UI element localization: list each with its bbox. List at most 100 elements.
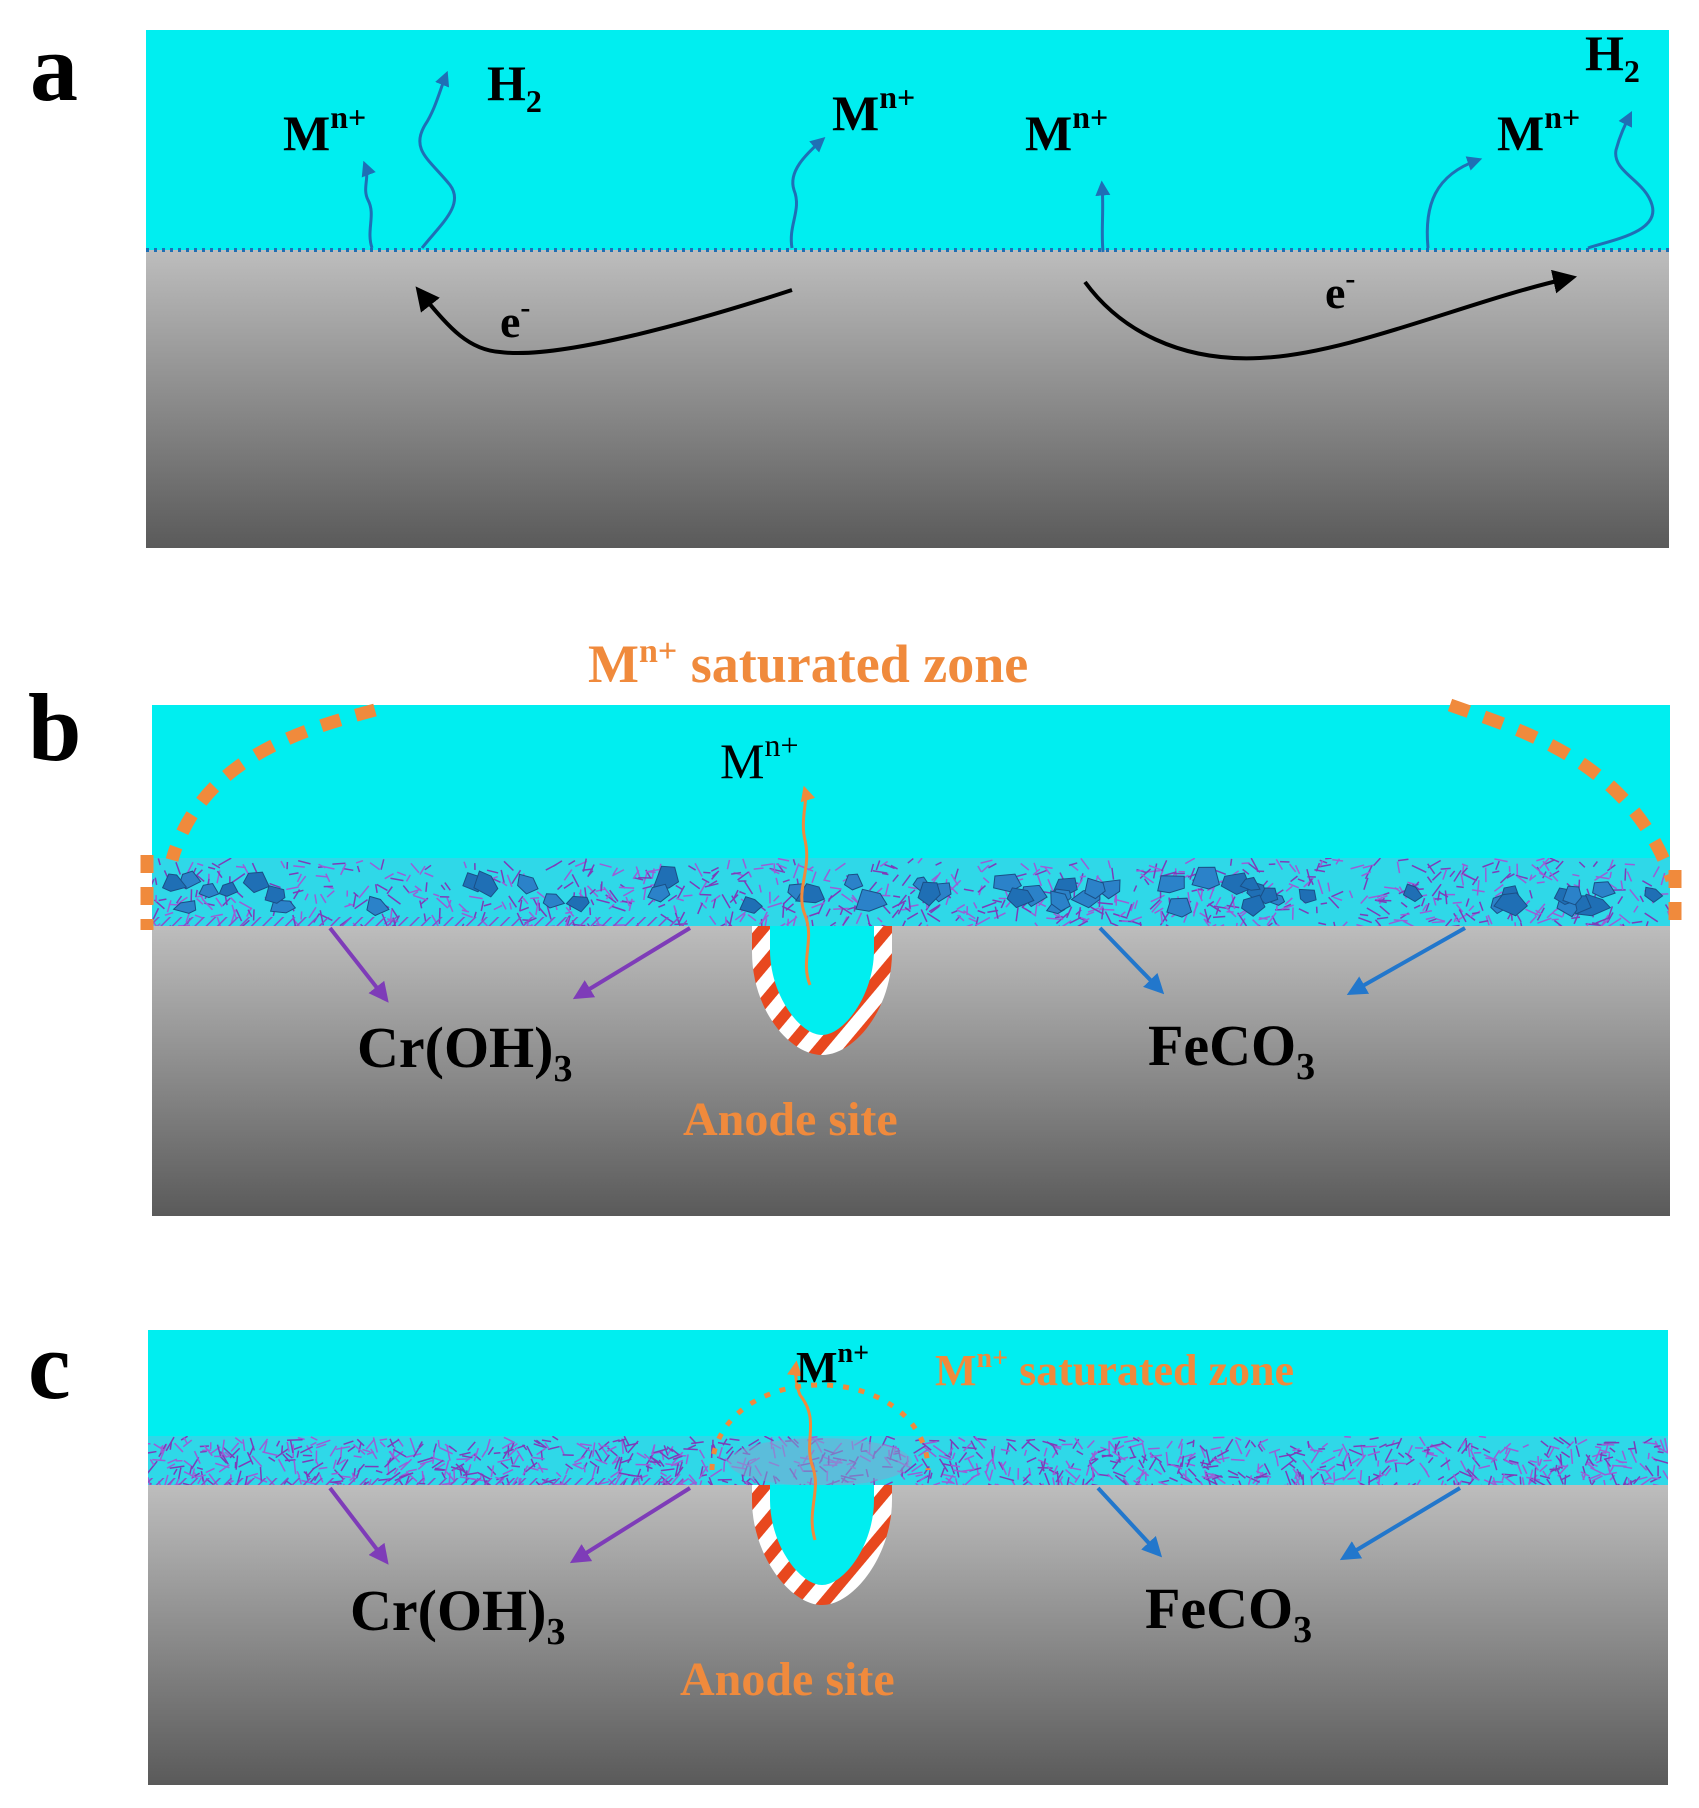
film-fibre: [838, 905, 853, 915]
film-fibre: [1042, 1440, 1058, 1447]
film-fibre: [183, 1459, 193, 1467]
film-fibre: [1096, 875, 1103, 883]
film-fibre: [1076, 1450, 1084, 1456]
film-fibre: [742, 858, 747, 869]
film-fibre: [621, 1438, 624, 1454]
film-fibre: [1055, 1470, 1064, 1483]
film-fibre: [900, 1473, 906, 1481]
film-fibre: [1519, 922, 1523, 926]
film-fibre: [1644, 1465, 1654, 1477]
film-fibre: [1555, 1455, 1563, 1464]
film-fibre: [1353, 1444, 1366, 1448]
film-fibre: [623, 1436, 630, 1447]
film-fibre: [1411, 1482, 1417, 1485]
film-fibre: [579, 1443, 592, 1447]
film-fibre: [884, 883, 890, 896]
film-fibre: [417, 1457, 434, 1464]
film-fibre: [1623, 1482, 1627, 1485]
film-fibre: [676, 897, 684, 902]
film-fibre: [1020, 862, 1030, 871]
film-fibre: [663, 1445, 669, 1456]
film-fibre: [1275, 1456, 1279, 1467]
panel-c: c Mn+ Mn+ saturated zone Cr(OH)3 FeCO3 A…: [28, 1312, 1668, 1785]
film-fibre: [697, 902, 704, 915]
film-fibre: [1622, 1476, 1628, 1485]
film-fibre: [459, 1469, 463, 1476]
film-fibre: [501, 881, 508, 887]
film-fibre: [1549, 871, 1559, 882]
film-fibre: [1022, 906, 1032, 914]
film-fibre: [490, 1465, 495, 1478]
film-fibre: [545, 863, 558, 871]
film-fibre: [1544, 858, 1556, 865]
film-fibre: [327, 886, 334, 890]
film-fibre: [1292, 1448, 1300, 1452]
film-fibre: [1141, 1442, 1146, 1456]
feco3-crystal: [218, 881, 239, 897]
film-fibre: [1591, 922, 1599, 925]
film-fibre: [632, 869, 640, 880]
film-fibre: [1604, 1458, 1612, 1468]
film-fibre: [1394, 1462, 1407, 1465]
film-fibre: [743, 880, 754, 895]
film-fibre: [893, 895, 901, 898]
film-fibre: [750, 1478, 757, 1484]
film-fibre: [923, 1446, 937, 1458]
film-fibre: [1501, 1473, 1506, 1481]
film-fibre: [1090, 906, 1105, 915]
film-fibre: [1416, 1479, 1422, 1485]
film-fibre: [1642, 880, 1653, 887]
film-fibre: [1441, 1440, 1452, 1449]
film-fibre: [1396, 1437, 1403, 1450]
film-fibre: [980, 864, 990, 873]
film-fibre: [913, 1445, 926, 1454]
film-fibre: [552, 1436, 559, 1441]
film-fibre: [678, 1461, 683, 1471]
film-fibre: [353, 891, 359, 898]
film-fibre: [219, 1455, 228, 1464]
film-fibre: [1514, 922, 1517, 926]
film-fibre: [1154, 907, 1164, 914]
film-fibre: [1483, 1453, 1498, 1462]
local-saturated-zone-boundary: [709, 1382, 931, 1471]
ion-diffusion-arrow: [787, 1360, 817, 1541]
film-fibre: [1440, 1459, 1451, 1468]
film-fibre: [1319, 859, 1328, 864]
film-fibre: [1400, 901, 1408, 908]
film-fibre: [183, 1471, 198, 1479]
film-fibre: [1492, 870, 1500, 874]
film-fibre: [739, 890, 746, 895]
feco3-crystal: [739, 896, 763, 914]
film-fibre: [879, 860, 889, 868]
film-fibre: [235, 1455, 239, 1470]
film-fibre: [944, 1453, 952, 1459]
panel-b: b Mn+ saturated zone Mn+ Cr(OH)3 FeCO3 A…: [28, 633, 1682, 1216]
film-fibre: [306, 1467, 315, 1477]
film-fibre: [1177, 1455, 1182, 1463]
panel-c-letter: c: [28, 1312, 71, 1419]
film-fibre: [1130, 916, 1143, 922]
film-fibre: [1088, 1463, 1100, 1476]
film-fibre: [932, 871, 942, 883]
film-fibre: [1528, 1469, 1534, 1485]
film-fibre: [455, 1463, 468, 1476]
film-fibre: [535, 1439, 548, 1449]
film-fibre: [1192, 1439, 1195, 1448]
film-fibre: [758, 884, 762, 893]
film-fibre: [387, 1438, 400, 1448]
film-fibre: [1393, 919, 1408, 922]
film-fibre: [1310, 1475, 1313, 1485]
film-fibre: [1395, 1482, 1398, 1485]
film-fibre: [1574, 1437, 1577, 1444]
film-fibre: [386, 886, 393, 895]
film-fibre: [719, 923, 726, 926]
feco3-crystal: [473, 870, 499, 898]
film-fibre: [636, 1452, 647, 1459]
film-fibre: [1362, 864, 1374, 869]
film-fibre: [1331, 890, 1344, 898]
film-fibre: [1431, 871, 1442, 881]
film-fibre: [961, 1468, 975, 1473]
film-fibre: [747, 1481, 754, 1485]
film-fibre: [1528, 874, 1537, 881]
film-fibre: [595, 1458, 608, 1465]
